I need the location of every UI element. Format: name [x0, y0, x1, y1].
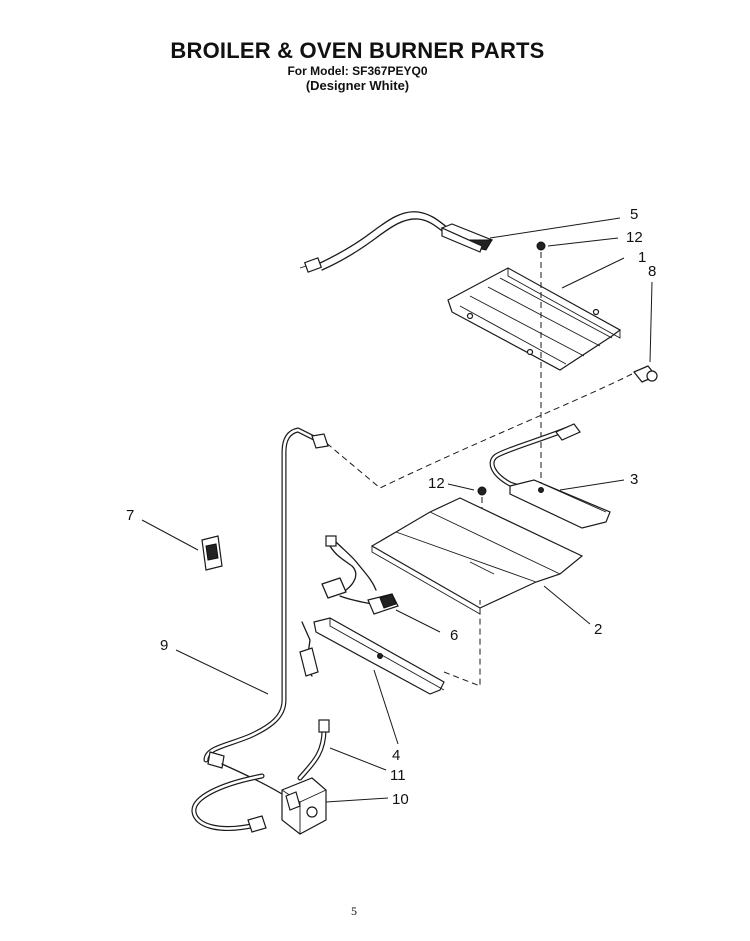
- gas-valve: [191, 773, 327, 835]
- callout-7: 7: [126, 507, 134, 524]
- fitting: [297, 719, 330, 781]
- broil-igniter: [299, 211, 494, 273]
- screw-upper: [536, 241, 546, 490]
- broil-burner: [317, 365, 658, 529]
- oven-burner-baffle: [370, 497, 584, 615]
- callout-4: 4: [392, 747, 400, 764]
- callout-12-lower: 12: [428, 475, 445, 492]
- callout-5: 5: [630, 206, 638, 223]
- oven-burner: [299, 600, 481, 695]
- page-title: BROILER & OVEN BURNER PARTS: [170, 38, 545, 63]
- model-line: For Model: SF367PEYQ0: [287, 64, 428, 78]
- terminal-block: [201, 535, 223, 571]
- callout-12-upper: 12: [626, 229, 643, 246]
- callout-9: 9: [160, 637, 168, 654]
- finish-line: (Designer White): [305, 78, 410, 93]
- callout-8: 8: [648, 263, 656, 280]
- callout-6: 6: [450, 627, 458, 644]
- page-number: 5: [351, 904, 357, 918]
- gas-tube: [203, 427, 329, 795]
- callout-2: 2: [594, 621, 602, 638]
- callout-3: 3: [630, 471, 638, 488]
- callout-labels: 5 12 1 8 3 12 7 2 6 9 4 11 10: [126, 206, 656, 808]
- callout-11: 11: [390, 767, 406, 784]
- leader-lines: [141, 217, 653, 803]
- callout-10: 10: [392, 791, 409, 808]
- broil-burner-baffle: [447, 267, 622, 371]
- callout-1: 1: [638, 249, 646, 266]
- bake-igniter: [321, 535, 399, 615]
